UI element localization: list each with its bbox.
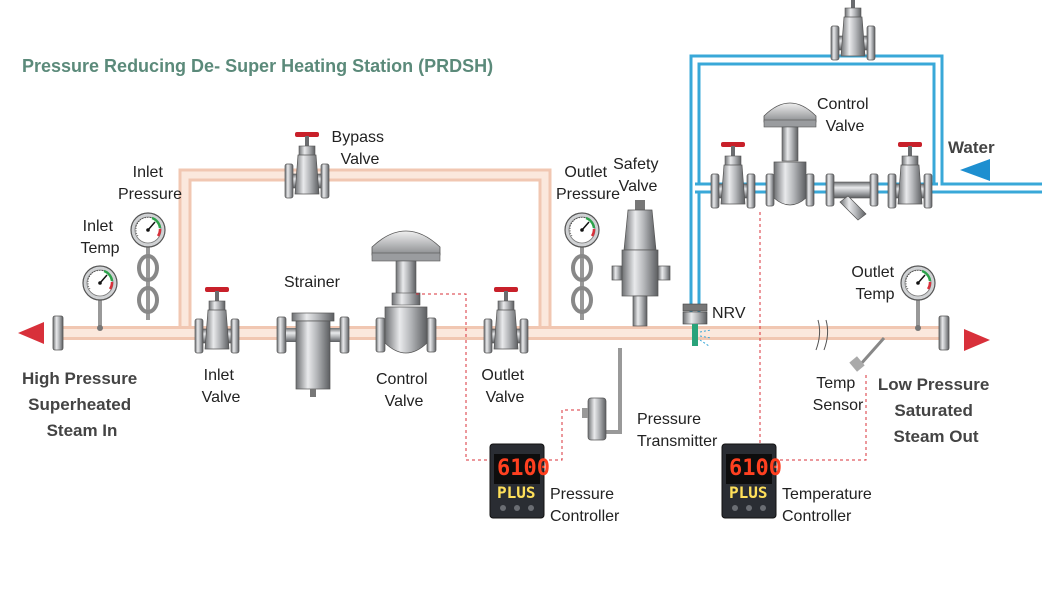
signal-lines — [416, 212, 867, 461]
pressure-transmitter — [582, 348, 622, 441]
label-outlet-temp: Outlet Temp — [851, 264, 898, 303]
label-pressure-controller: Pressure Controller — [550, 486, 620, 525]
water-control-valve — [763, 102, 817, 207]
outlet-temp-gauge — [899, 264, 937, 331]
inlet-pressure-gauge — [129, 211, 167, 320]
water-valve-left — [710, 141, 756, 209]
temperature-controller: 6100 PLUS — [721, 443, 782, 519]
label-temp-sensor: Temp Sensor — [813, 375, 864, 414]
label-control-valve-water: Control Valve — [817, 96, 873, 135]
pressure-controller-display: 6100 — [497, 456, 550, 481]
pressure-controller-model: PLUS — [497, 483, 536, 502]
pressure-controller: 6100 PLUS — [489, 443, 550, 519]
water-valve-right — [887, 141, 933, 209]
label-outlet-valve: Outlet Valve — [481, 367, 528, 406]
temperature-controller-display: 6100 — [729, 456, 782, 481]
label-strainer: Strainer — [284, 274, 341, 291]
steam-in-arrow — [18, 322, 44, 344]
label-safety-valve: Safety Valve — [613, 156, 663, 195]
strainer — [276, 312, 350, 397]
label-nrv: NRV — [712, 305, 746, 322]
main-control-valve — [371, 230, 441, 354]
safety-valve — [611, 200, 671, 327]
outlet-valve — [483, 286, 529, 354]
label-control-valve-main: Control Valve — [376, 371, 432, 410]
label-temperature-controller: Temperature Controller — [782, 486, 876, 525]
label-bypass-valve: Bypass Valve — [332, 129, 389, 168]
label-inlet-valve: Inlet Valve — [202, 367, 241, 406]
label-inlet-pressure: Inlet Pressure — [118, 164, 182, 203]
inlet-valve — [194, 286, 240, 354]
label-inlet-temp: Inlet Temp — [80, 218, 119, 257]
water-strainer — [825, 173, 879, 221]
outlet-pressure-gauge — [563, 211, 601, 320]
label-outlet-pressure: Outlet Pressure — [556, 164, 620, 203]
steam-out-arrow — [964, 329, 990, 351]
label-pressure-transmitter: Pressure Transmitter — [637, 411, 718, 450]
nrv — [682, 303, 712, 347]
inlet-temp-gauge — [81, 264, 119, 331]
temperature-controller-model: PLUS — [729, 483, 768, 502]
bypass-valve — [284, 131, 330, 199]
label-water: Water — [948, 138, 995, 157]
label-steam-out: Low Pressure Saturated Steam Out — [878, 375, 994, 446]
temp-sensor — [849, 337, 886, 372]
water-valve-top — [830, 0, 876, 61]
label-steam-in: High Pressure Superheated Steam In — [22, 369, 142, 440]
page-title: Pressure Reducing De- Super Heating Stat… — [22, 56, 493, 76]
water-arrow — [960, 159, 990, 181]
